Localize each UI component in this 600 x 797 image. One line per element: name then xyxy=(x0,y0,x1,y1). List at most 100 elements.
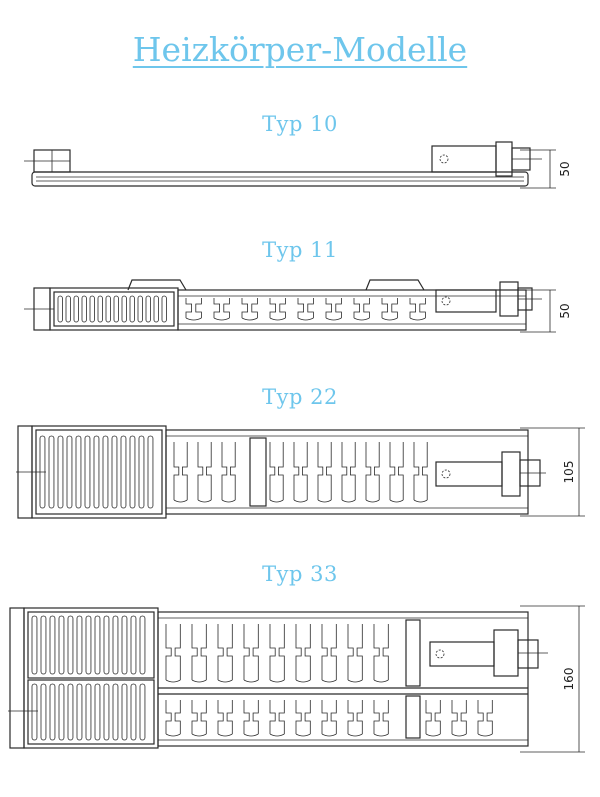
convector-fin xyxy=(58,615,65,675)
convector-fin xyxy=(49,683,56,741)
dimension-label-typ-11: 50 xyxy=(558,303,572,318)
convector-fin xyxy=(112,615,119,675)
page-title: Heizkörper-Modelle xyxy=(132,30,468,69)
convector-fin xyxy=(73,295,79,323)
convector-fin xyxy=(111,435,118,509)
water-column xyxy=(269,700,285,737)
convector-fin xyxy=(103,615,110,675)
drawing-typ-22: 105 xyxy=(16,425,585,519)
water-column xyxy=(373,624,389,683)
water-column xyxy=(321,700,337,737)
convector-fin xyxy=(85,683,92,741)
convector-fin xyxy=(121,683,128,741)
water-column xyxy=(243,624,259,683)
water-column xyxy=(295,700,311,737)
convector-fin xyxy=(94,683,101,741)
convector-fin xyxy=(57,295,63,323)
dimension-label-typ-10: 50 xyxy=(558,161,572,176)
convector-fin xyxy=(147,435,154,509)
drawing-typ-33: 160 xyxy=(8,605,585,753)
convector-fin xyxy=(84,435,91,509)
convector-fin xyxy=(40,615,47,675)
water-column xyxy=(269,624,285,683)
water-column xyxy=(165,624,181,683)
convector-fin xyxy=(93,435,100,509)
convector-fin xyxy=(81,295,87,323)
model-label-typ-22: Typ 22 xyxy=(262,385,338,409)
convector-fin xyxy=(161,295,167,323)
model-label-typ-33: Typ 33 xyxy=(262,562,338,586)
convector-fin xyxy=(65,295,71,323)
water-column xyxy=(243,700,259,737)
convector-fin xyxy=(76,683,83,741)
water-column xyxy=(295,624,311,683)
drawing-typ-11: 50 xyxy=(24,279,572,333)
water-column xyxy=(365,442,380,503)
convector-fin xyxy=(139,615,146,675)
water-column xyxy=(413,442,428,503)
convector-fin xyxy=(129,295,135,323)
drawing-typ-10: 50 xyxy=(24,141,572,189)
water-column xyxy=(325,298,342,321)
water-column xyxy=(217,700,233,737)
convector-fin xyxy=(103,683,110,741)
convector-fin xyxy=(31,683,38,741)
convector-fin xyxy=(137,295,143,323)
water-column xyxy=(191,700,207,737)
convector-fin xyxy=(67,615,74,675)
dimension-label-typ-22: 105 xyxy=(562,461,576,484)
water-column xyxy=(321,624,337,683)
model-label-typ-10: Typ 10 xyxy=(262,112,338,136)
water-column xyxy=(347,624,363,683)
water-column xyxy=(197,442,212,503)
convector-fin xyxy=(121,295,127,323)
convector-fin xyxy=(153,295,159,323)
convector-fin xyxy=(130,615,137,675)
convector-fin xyxy=(120,435,127,509)
water-column xyxy=(185,298,202,321)
water-column xyxy=(451,700,467,737)
water-column xyxy=(373,700,389,737)
convector-fin xyxy=(138,435,145,509)
water-column xyxy=(317,442,332,503)
convector-fin xyxy=(76,615,83,675)
convector-fin xyxy=(102,435,109,509)
convector-fin xyxy=(49,615,56,675)
water-column xyxy=(409,298,426,321)
water-column xyxy=(269,298,286,321)
water-column xyxy=(217,624,233,683)
water-column xyxy=(165,700,181,737)
convector-fin xyxy=(67,683,74,741)
convector-fin xyxy=(40,683,47,741)
convector-fin xyxy=(97,295,103,323)
convector-fin xyxy=(130,683,137,741)
water-column xyxy=(389,442,404,503)
water-column xyxy=(347,700,363,737)
convector-fin xyxy=(85,615,92,675)
convector-fin xyxy=(139,683,146,741)
convector-fin xyxy=(94,615,101,675)
water-column xyxy=(221,442,236,503)
water-column xyxy=(353,298,370,321)
water-column xyxy=(425,700,441,737)
water-column xyxy=(213,298,230,321)
convector-fin xyxy=(31,615,38,675)
convector-fin xyxy=(129,435,136,509)
water-column xyxy=(381,298,398,321)
convector-fin xyxy=(112,683,119,741)
dimension-label-typ-33: 160 xyxy=(562,668,576,691)
water-column xyxy=(293,442,308,503)
water-column xyxy=(173,442,188,503)
convector-fin xyxy=(48,435,55,509)
water-column xyxy=(341,442,356,503)
convector-fin xyxy=(121,615,128,675)
model-label-typ-11: Typ 11 xyxy=(262,238,338,262)
water-column xyxy=(241,298,258,321)
convector-fin xyxy=(75,435,82,509)
convector-fin xyxy=(89,295,95,323)
convector-fin xyxy=(113,295,119,323)
water-column xyxy=(297,298,314,321)
convector-fin xyxy=(145,295,151,323)
convector-fin xyxy=(105,295,111,323)
